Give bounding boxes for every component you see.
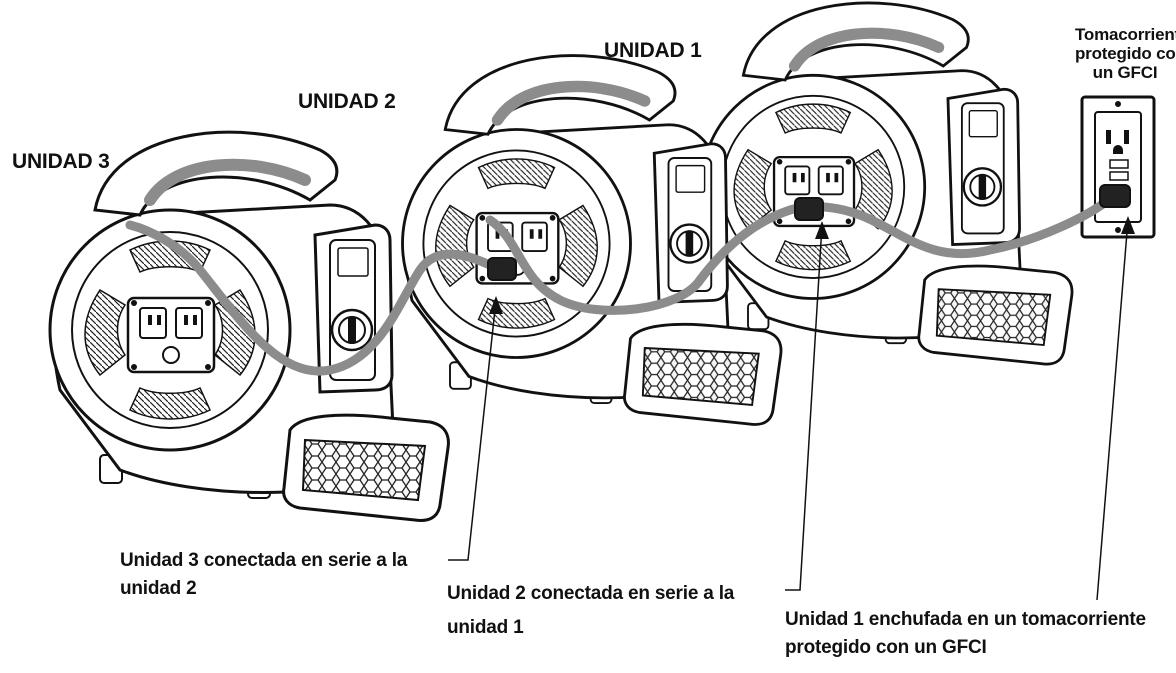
unit-1-caption: Unidad 1 enchufada en un tomacorriente p… (785, 606, 1146, 662)
unit-2-blower (403, 56, 781, 425)
unit-2-caption-line-1: Unidad 2 conectada en serie a la (447, 583, 735, 604)
gfci-wall-outlet (1080, 95, 1156, 239)
unit-3-caption-line-1: Unidad 3 conectada en serie a la (120, 550, 408, 571)
unit-3-caption: Unidad 3 conectada en serie a la unidad … (120, 547, 407, 603)
plug-heads (487, 184, 1131, 281)
leader-lines (448, 219, 1129, 601)
gfci-label-line-3: un GFCI (1092, 63, 1158, 82)
leader-arrowheads (489, 216, 1135, 314)
unit-1-label: UNIDAD 1 (604, 39, 702, 62)
gfci-label-line-2: protegido con (1075, 44, 1176, 63)
unit-2-caption-line-2: unidad 1 (447, 617, 524, 638)
unit-3-caption-line-2: unidad 2 (120, 578, 197, 599)
unit-1-caption-line-2: protegido con un GFCI (785, 637, 987, 658)
gfci-outlet-label: Tomacorriente protegido con un GFCI (1075, 25, 1176, 82)
unit-1-caption-line-1: Unidad 1 enchufada en un tomacorriente (785, 609, 1146, 630)
unit-1-blower (702, 3, 1073, 364)
gfci-label-line-1: Tomacorriente (1075, 25, 1176, 44)
unit-2-label: UNIDAD 2 (298, 90, 396, 113)
unit-3-label: UNIDAD 3 (12, 150, 110, 173)
unit-2-caption: Unidad 2 conectada en serie a la unidad … (447, 580, 734, 642)
